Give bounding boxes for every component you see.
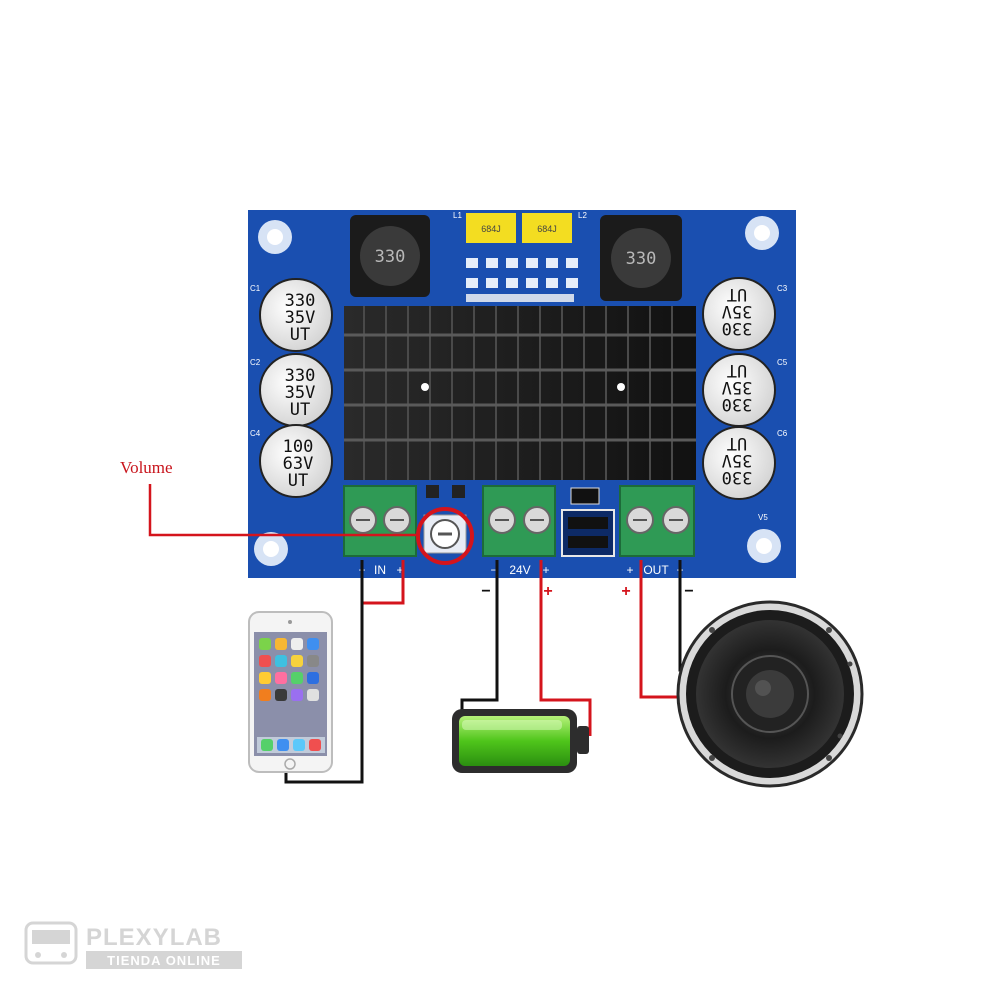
svg-text:684J: 684J — [537, 224, 557, 234]
home-button — [284, 758, 296, 770]
mounting-hole — [745, 216, 779, 250]
inductor-marking: 330 — [626, 249, 657, 269]
svg-text:C6: C6 — [777, 429, 788, 438]
svg-text:UT: UT — [290, 400, 310, 420]
capacitor-right-2: 330 35V UT — [702, 353, 776, 427]
battery-plus-mark: + — [543, 583, 552, 600]
battery-icon — [452, 709, 589, 773]
watermark-logo: PLEXYLAB TIENDA ONLINE — [24, 921, 242, 969]
inductor-marking: 330 — [375, 247, 406, 267]
speaker-plus-mark: + — [621, 583, 630, 600]
power-plus-mark: + — [542, 563, 549, 577]
smartphone — [248, 611, 333, 773]
svg-text:35V: 35V — [722, 450, 753, 470]
power-minus-mark: − — [490, 563, 497, 577]
svg-text:C4: C4 — [250, 429, 261, 438]
svg-text:330: 330 — [722, 467, 753, 487]
svg-text:UT: UT — [288, 471, 308, 491]
silkscreen-labels: C1 C2 C4 C3 C5 C6 L1 L2 V5 — [250, 211, 788, 522]
svg-text:UT: UT — [727, 433, 747, 453]
svg-text:330: 330 — [285, 366, 316, 386]
heatsink — [344, 306, 696, 480]
svg-text:330: 330 — [722, 394, 753, 414]
svg-text:63V: 63V — [283, 454, 314, 474]
power-terminal-block[interactable] — [482, 485, 556, 557]
svg-text:35V: 35V — [285, 308, 316, 328]
svg-text:L2: L2 — [578, 211, 587, 220]
volume-potentiometer[interactable] — [423, 514, 467, 554]
bus-icon — [24, 921, 78, 965]
mounting-hole — [254, 532, 288, 566]
volume-callout: Volume — [120, 458, 474, 565]
input-terminal-block[interactable] — [343, 485, 417, 557]
rectifier-chip — [561, 509, 615, 557]
mounting-hole — [258, 220, 292, 254]
svg-text:330: 330 — [285, 291, 316, 311]
svg-text:L1: L1 — [453, 211, 462, 220]
svg-text:C3: C3 — [777, 284, 788, 293]
watermark-brand: PLEXYLAB — [86, 924, 222, 951]
app-icons — [257, 638, 325, 753]
inductor-left: 330 — [350, 215, 430, 297]
speaker-icon — [676, 600, 864, 788]
capacitor-right-1: 330 35V UT — [702, 277, 776, 351]
svg-text:UT: UT — [727, 284, 747, 304]
smd-transistor — [426, 485, 439, 498]
smd-chip — [570, 487, 600, 505]
svg-text:UT: UT — [727, 360, 747, 380]
svg-text:C5: C5 — [777, 358, 788, 367]
volume-label: Volume — [120, 458, 173, 477]
amplifier-board: 330 330 684J 684J — [248, 210, 796, 578]
svg-text:35V: 35V — [722, 377, 753, 397]
svg-text:C1: C1 — [250, 284, 261, 293]
svg-text:330: 330 — [722, 318, 753, 338]
speaker-minus-mark: − — [684, 583, 693, 600]
svg-text:35V: 35V — [285, 383, 316, 403]
input-plus-mark: + — [396, 563, 403, 577]
output-terminal-block[interactable] — [619, 485, 695, 557]
out-plus-mark: + — [626, 563, 633, 577]
svg-text:V5: V5 — [758, 513, 768, 522]
svg-text:100: 100 — [283, 437, 314, 457]
film-capacitor: 684J — [466, 213, 516, 243]
battery-minus-mark: − — [481, 583, 490, 600]
svg-text:C2: C2 — [250, 358, 261, 367]
svg-text:UT: UT — [290, 325, 310, 345]
watermark-tagline: TIENDA ONLINE — [107, 953, 221, 968]
volume-highlight-circle — [416, 507, 474, 565]
output-label: OUT — [643, 563, 669, 577]
power-label: 24V — [509, 563, 530, 577]
capacitor-left-2: 330 35V UT — [259, 353, 333, 427]
mounting-hole — [747, 529, 781, 563]
capacitor-left-3: 100 63V UT — [259, 424, 333, 498]
inductor-right: 330 — [600, 215, 682, 301]
capacitor-left-1: 330 35V UT — [259, 278, 333, 352]
battery-wires — [460, 560, 592, 736]
svg-text:684J: 684J — [481, 224, 501, 234]
smd-transistor — [452, 485, 465, 498]
capacitor-right-3: 330 35V UT — [702, 426, 776, 500]
film-capacitor: 684J — [522, 213, 572, 243]
input-label: IN — [374, 563, 386, 577]
svg-text:35V: 35V — [722, 301, 753, 321]
smd-components — [466, 258, 578, 302]
